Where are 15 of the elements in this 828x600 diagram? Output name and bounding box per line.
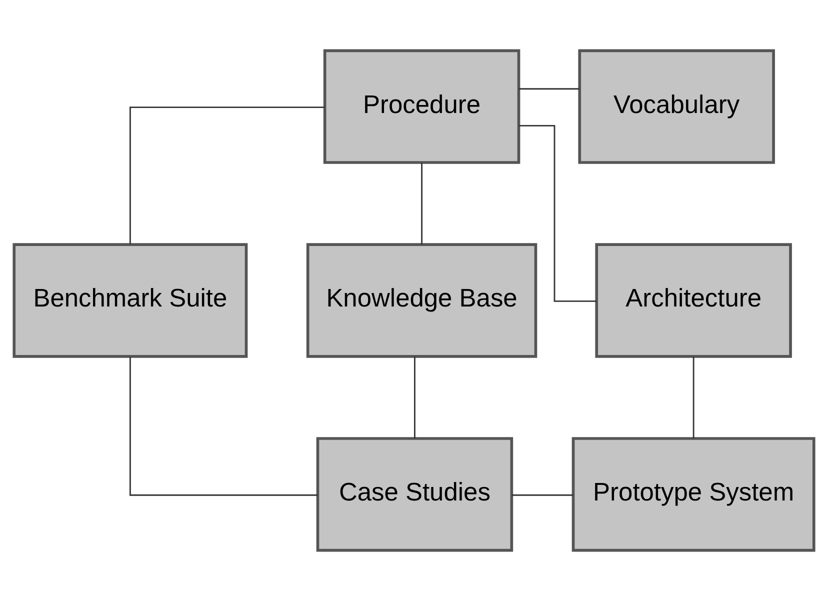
connector — [129, 356, 318, 496]
node-box: Prototype System — [572, 436, 816, 552]
connector — [518, 88, 580, 90]
node-box: Procedure — [323, 48, 520, 164]
connector — [414, 356, 416, 438]
node-box: Knowledge Base — [306, 242, 538, 358]
connector — [518, 124, 597, 302]
node-box: Architecture — [595, 242, 792, 358]
connector — [421, 162, 422, 244]
connector — [512, 494, 574, 496]
node-box: Vocabulary — [578, 48, 775, 164]
node-box: Case Studies — [316, 436, 514, 552]
connector — [129, 106, 325, 244]
connector — [692, 356, 694, 438]
node-box: Benchmark Suite — [12, 242, 248, 358]
